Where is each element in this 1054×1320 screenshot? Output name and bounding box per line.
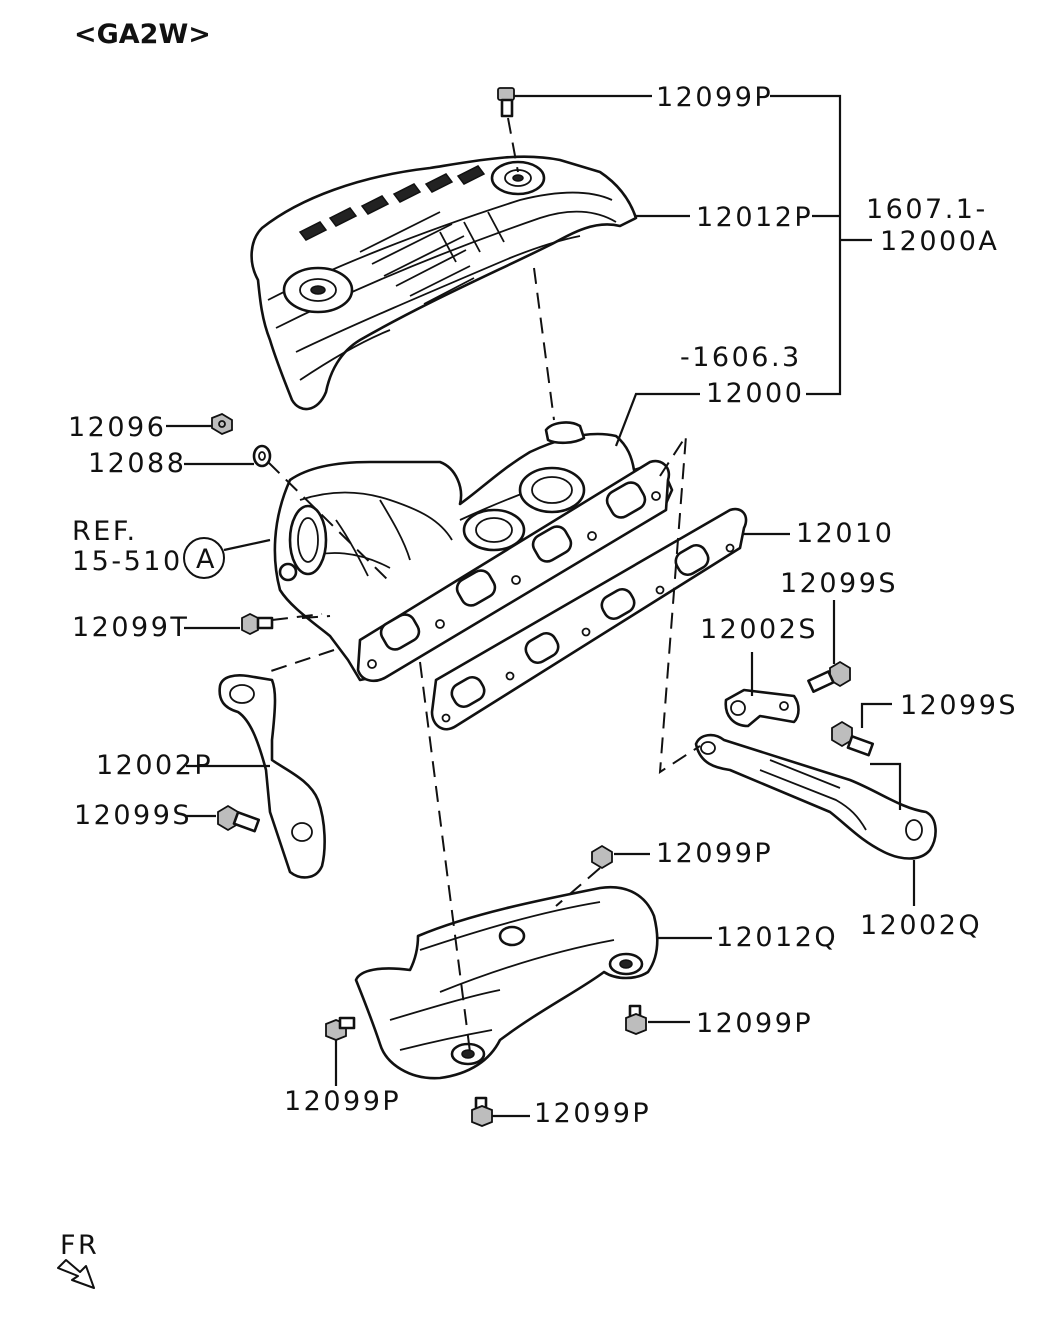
bolt-12099s-lower-icon[interactable]	[831, 720, 875, 757]
ref-circle-icon	[183, 537, 225, 579]
lower-heat-shield-12012q[interactable]	[354, 885, 659, 1080]
label-12099p-left[interactable]: 12099P	[284, 1086, 401, 1117]
label-12099p-bottom[interactable]: 12099P	[534, 1098, 651, 1129]
upper-heat-shield-12012p[interactable]	[250, 155, 638, 411]
assembly-lines	[267, 117, 701, 1053]
label-12099p-mid[interactable]: 12099P	[656, 838, 773, 869]
label-12099p-right[interactable]: 12099P	[696, 1008, 813, 1039]
part-labels: 12099P 12012P 1607.1- 12000A -1606.3 120…	[68, 82, 1018, 1129]
label-ref-number[interactable]: 15-510	[72, 546, 183, 577]
washer-12088-icon[interactable]	[252, 444, 272, 468]
label-12012q[interactable]: 12012Q	[716, 922, 838, 953]
label-12010[interactable]: 12010	[796, 518, 894, 549]
label-12096[interactable]: 12096	[68, 412, 166, 443]
diagram-title: <GA2W>	[74, 19, 211, 50]
label-12099s-b[interactable]: 12099S	[900, 690, 1018, 721]
label-12012p[interactable]: 12012P	[696, 202, 813, 233]
bolt-12099s-left-icon[interactable]	[217, 804, 261, 833]
label-12002p[interactable]: 12002P	[96, 750, 213, 781]
label-range-to: -1606.3	[680, 342, 802, 373]
bolt-12099t-icon[interactable]	[241, 612, 274, 636]
label-ref-circle: A	[196, 544, 217, 575]
label-range-from: 1607.1-	[866, 194, 988, 225]
bolt-12099p-bottom-icon[interactable]	[471, 1096, 493, 1127]
label-12099s-a[interactable]: 12099S	[780, 568, 898, 599]
bracket-12002s[interactable]	[724, 688, 800, 728]
bolt-12099s-upper-icon[interactable]	[807, 660, 851, 693]
label-12088[interactable]: 12088	[88, 448, 186, 479]
bolt-12099p-top-icon[interactable]	[497, 87, 515, 118]
gasket-12010[interactable]	[430, 507, 748, 731]
stay-12002q[interactable]	[694, 733, 937, 860]
bolt-12099p-left-icon[interactable]	[325, 1016, 356, 1041]
label-12000a[interactable]: 12000A	[880, 226, 999, 257]
label-12002s[interactable]: 12002S	[700, 614, 818, 645]
bolt-12099p-mid-icon[interactable]	[591, 844, 613, 870]
arrow-fr-icon	[57, 1259, 95, 1289]
label-ref: REF.	[72, 516, 138, 547]
direction-label: FR	[60, 1230, 99, 1261]
exhaust-manifold-12000[interactable]	[273, 421, 674, 683]
label-12002q[interactable]: 12002Q	[860, 910, 982, 941]
nut-12096-icon[interactable]	[211, 412, 233, 436]
leader-lines	[166, 94, 916, 1118]
label-12099s-c[interactable]: 12099S	[74, 800, 192, 831]
label-12099t[interactable]: 12099T	[72, 612, 189, 643]
bracket-12002p[interactable]	[218, 674, 326, 879]
bolt-12099p-right-icon[interactable]	[625, 1004, 647, 1035]
label-12000[interactable]: 12000	[706, 378, 804, 409]
label-12099p-top[interactable]: 12099P	[656, 82, 773, 113]
